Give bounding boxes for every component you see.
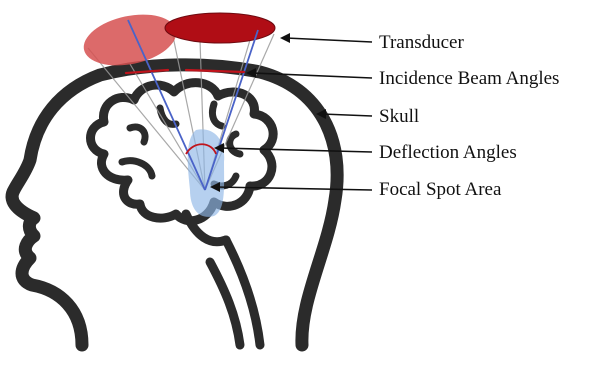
head-outline — [12, 65, 337, 345]
brain-fold — [212, 104, 222, 126]
focal-region — [188, 129, 224, 217]
label-incidence-beam-angles: Incidence Beam Angles — [379, 69, 559, 88]
transducer-front — [165, 13, 275, 43]
brain-fold — [130, 127, 145, 142]
label-focal-spot-area: Focal Spot Area — [379, 180, 501, 199]
brain-fold — [122, 161, 152, 176]
label-skull: Skull — [379, 107, 419, 126]
label-deflection-angles: Deflection Angles — [379, 143, 517, 162]
brain-fold — [230, 134, 240, 154]
pointer-arrows — [210, 33, 372, 192]
label-transducer: Transducer — [379, 33, 464, 52]
neck-line-left — [210, 262, 240, 345]
neck-line-right — [226, 240, 260, 345]
